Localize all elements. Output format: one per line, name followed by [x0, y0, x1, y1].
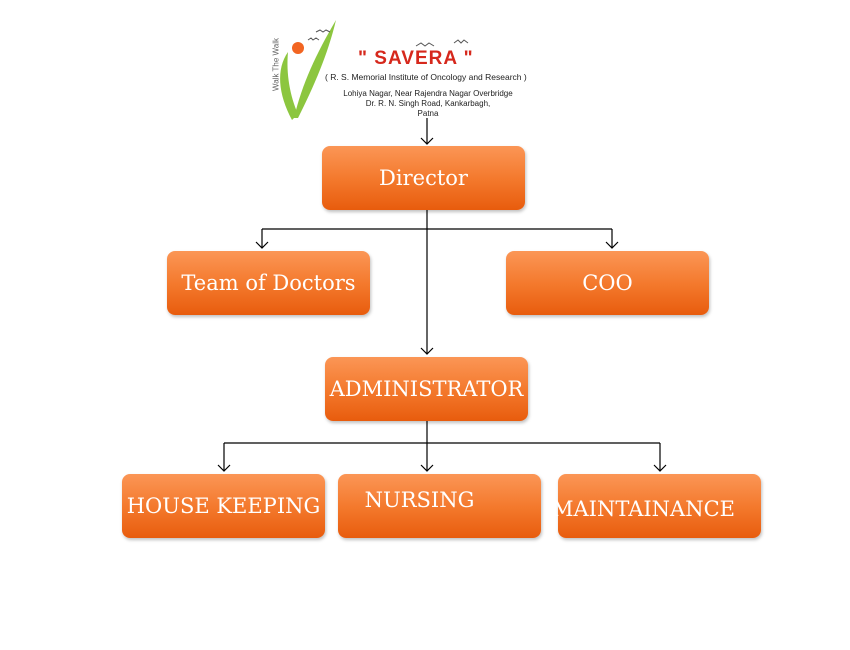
arrowhead-housekeeping	[217, 464, 231, 472]
node-administrator-label: ADMINISTRATOR	[329, 377, 524, 401]
node-team-of-doctors-label: Team of Doctors	[181, 271, 356, 295]
node-director: Director	[322, 146, 525, 210]
logo-address-line1: Lohiya Nagar, Near Rajendra Nagar Overbr…	[343, 89, 513, 98]
node-maintainance: MAINTAINANCE	[552, 474, 761, 538]
node-team-of-doctors: Team of Doctors	[167, 251, 370, 315]
organization-logo: Walk The Walk " SAVERA " ( R. S. Memoria…	[258, 14, 562, 120]
node-nursing-label: NURSING	[364, 488, 475, 512]
arrowhead-admin	[420, 347, 434, 355]
birds-icon	[415, 39, 469, 47]
arrowhead-maintenance	[653, 464, 667, 472]
logo-subtitle: ( R. S. Memorial Institute of Oncology a…	[325, 72, 527, 82]
node-house-keeping-label: HOUSE KEEPING	[126, 494, 321, 518]
arrowhead-director	[420, 137, 434, 145]
node-coo: COO	[506, 251, 709, 315]
node-coo-label: COO	[582, 271, 633, 295]
leaf-figure-icon	[280, 20, 336, 120]
arrowhead-nursing	[420, 464, 434, 472]
logo-address-line2: Dr. R. N. Singh Road, Kankarbagh,	[365, 99, 491, 108]
arrowhead-doctors	[255, 241, 269, 249]
arrowhead-coo	[605, 241, 619, 249]
node-administrator: ADMINISTRATOR	[325, 357, 528, 421]
node-director-label: Director	[379, 166, 468, 190]
node-house-keeping: HOUSE KEEPING	[122, 474, 325, 538]
node-nursing: NURSING	[338, 474, 541, 538]
logo-address-line3: Patna	[417, 109, 439, 118]
logo-brand: " SAVERA "	[358, 48, 474, 69]
node-maintainance-label: MAINTAINANCE	[552, 497, 735, 521]
